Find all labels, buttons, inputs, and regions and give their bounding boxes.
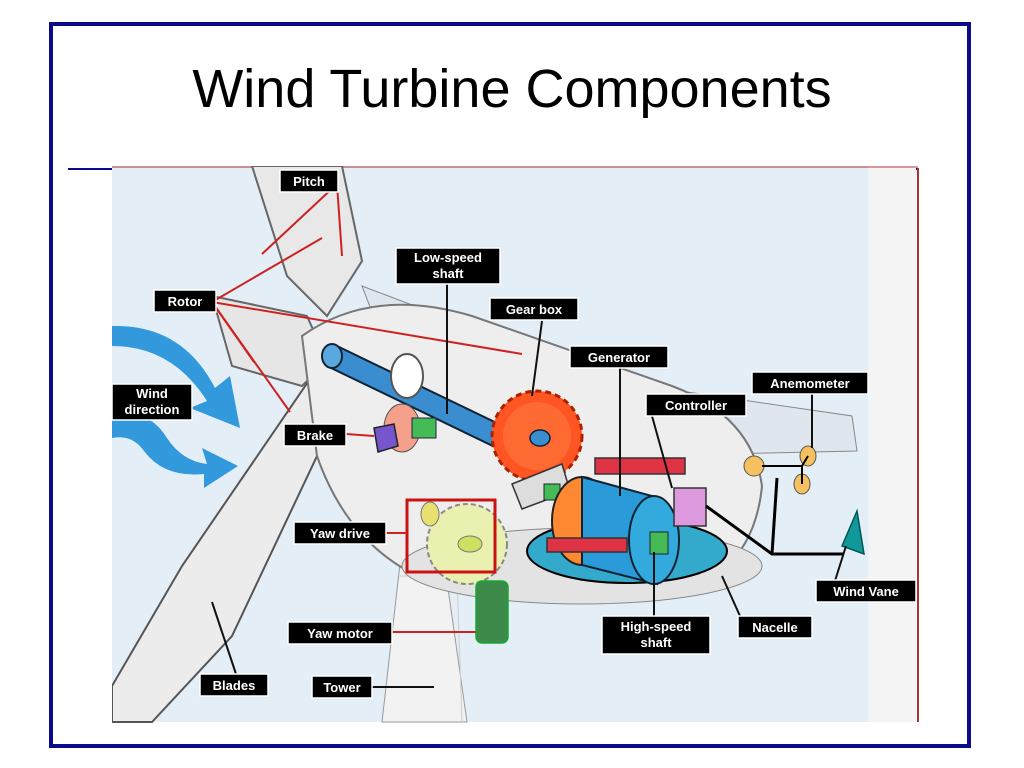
label-anemometer-text: Anemometer bbox=[770, 376, 849, 391]
label-brake-text: Brake bbox=[297, 428, 333, 443]
label-controller: Controller bbox=[645, 393, 747, 417]
wind-arrow-bottom bbox=[112, 413, 238, 488]
leader-lines-dark bbox=[211, 276, 847, 688]
yaw-drive-graphic bbox=[405, 498, 508, 585]
label-pitch-text: Pitch bbox=[293, 174, 325, 189]
label-yaw-drive-text: Yaw drive bbox=[310, 526, 370, 541]
wind-vane-graphic bbox=[840, 508, 865, 556]
label-high-speed-shaft-text-2: shaft bbox=[640, 635, 672, 650]
label-tower-text: Tower bbox=[323, 680, 360, 695]
controller-graphic bbox=[673, 477, 844, 556]
leader-lines bbox=[211, 183, 523, 633]
yaw-motor-graphic bbox=[475, 580, 509, 644]
label-wind-direction-text-1: Wind bbox=[136, 386, 168, 401]
label-pitch: Pitch bbox=[279, 169, 339, 193]
label-controller-text: Controller bbox=[665, 398, 727, 413]
gear-box-graphic bbox=[490, 389, 584, 483]
label-wind-vane: Wind Vane bbox=[815, 579, 917, 603]
label-anemometer: Anemometer bbox=[751, 371, 869, 395]
label-nacelle-text: Nacelle bbox=[752, 620, 798, 635]
label-yaw-drive: Yaw drive bbox=[293, 521, 387, 545]
label-gear-box: Gear box bbox=[489, 297, 579, 321]
label-yaw-motor-text: Yaw motor bbox=[307, 626, 373, 641]
brake-graphic bbox=[373, 403, 437, 453]
anemometer-graphic bbox=[743, 445, 817, 495]
low-speed-shaft-graphic bbox=[321, 343, 509, 450]
slide-title: Wind Turbine Components bbox=[192, 59, 832, 119]
slide-frame bbox=[49, 22, 971, 748]
label-nacelle: Nacelle bbox=[737, 615, 813, 639]
wind-arrow-top bbox=[112, 325, 240, 428]
label-generator-text: Generator bbox=[588, 350, 650, 365]
label-low-speed-shaft-text-1: Low-speed bbox=[414, 250, 482, 265]
label-brake: Brake bbox=[283, 423, 347, 447]
generator-graphic bbox=[511, 457, 686, 586]
label-gear-box-text: Gear box bbox=[506, 302, 563, 317]
label-rotor-text: Rotor bbox=[168, 294, 203, 309]
label-high-speed-shaft-text-1: High-speed bbox=[621, 619, 692, 634]
label-yaw-motor: Yaw motor bbox=[287, 621, 393, 645]
label-wind-vane-text: Wind Vane bbox=[833, 584, 899, 599]
label-generator: Generator bbox=[569, 345, 669, 369]
label-blades: Blades bbox=[199, 673, 269, 697]
label-tower: Tower bbox=[311, 675, 373, 699]
figure-shadow bbox=[868, 168, 916, 722]
label-rotor: Rotor bbox=[153, 289, 217, 313]
label-blades-text: Blades bbox=[213, 678, 256, 693]
upper-blade bbox=[250, 166, 364, 318]
label-low-speed-shaft-text-2: shaft bbox=[432, 266, 464, 281]
label-wind-direction-text-2: direction bbox=[125, 402, 180, 417]
